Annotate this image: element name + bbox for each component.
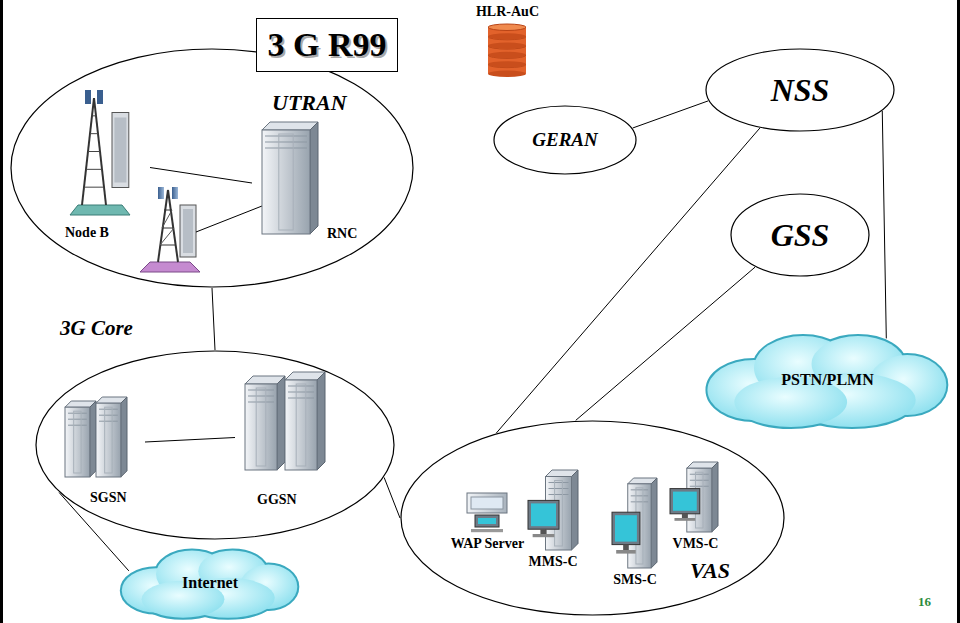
node-label: SGSN [90, 490, 127, 506]
server-icon [285, 372, 325, 470]
network-cloud: PSTN/PLMN [705, 330, 950, 430]
server-node: SMS-C [600, 478, 670, 590]
node-label: GGSN [257, 492, 297, 508]
node-label: WAP Server [450, 536, 525, 552]
ellipse-outline [10, 48, 414, 288]
node-label: Node B [65, 225, 109, 241]
server-icon [245, 376, 285, 470]
title-box: 3 G R99 [256, 18, 398, 72]
server-node: MMS-C [518, 470, 588, 575]
ellipse-outline [400, 420, 785, 616]
server-icon [96, 397, 127, 477]
server-node: SGSN [50, 372, 145, 512]
base-station: Node B [55, 80, 150, 255]
node-label: MMS-C [518, 554, 588, 570]
network-region: UTRAN Node B RNC [10, 48, 414, 288]
node-icon [235, 360, 345, 515]
tower-link [196, 206, 262, 232]
database-node: HLR-AuC [460, 2, 555, 80]
computer-icon [612, 512, 640, 553]
region-name: VAS [690, 558, 730, 583]
region-name: NSS [705, 72, 895, 109]
node-label: Internet [120, 574, 300, 592]
link-line [633, 101, 709, 128]
computer-icon [670, 489, 700, 521]
region-name: UTRAN [272, 90, 347, 115]
base-station-tower [140, 187, 262, 272]
network-region: NSS [705, 48, 895, 132]
base-station-tower [70, 90, 130, 215]
server-icon [262, 122, 318, 234]
database-icon [488, 24, 526, 77]
network-region: 3G CoreSGSNGGSN [35, 350, 395, 540]
node-label: VMS-C [668, 536, 723, 552]
frame-line [0, 0, 3, 623]
region-name: GERAN [493, 129, 637, 151]
network-cloud: Internet [120, 546, 300, 620]
server-icon [65, 401, 96, 477]
frame-line [957, 0, 960, 623]
network-region: GERAN [493, 105, 637, 175]
page-number: 16 [918, 594, 931, 610]
node-icon [450, 488, 525, 578]
slide-title: 3 G R99 [257, 19, 397, 71]
server-node: RNC [252, 118, 367, 248]
server-node: WAP Server [450, 488, 525, 578]
link-line [212, 288, 215, 350]
node-label: SMS-C [600, 572, 670, 588]
server-node: VMS-C [668, 458, 723, 553]
link-line [150, 168, 252, 184]
node-label: HLR-AuC [460, 4, 555, 20]
region-name: GSS [730, 217, 870, 254]
link-line [145, 438, 235, 443]
server-node: GGSN [235, 360, 345, 515]
link-line [882, 111, 886, 338]
network-region: VAS WAP ServerMMS-C SMS-C VMS-C [400, 420, 785, 616]
network-region: GSS [730, 193, 870, 277]
computer-icon [528, 500, 559, 537]
computer-icon [467, 493, 507, 532]
link-line [384, 477, 400, 518]
node-label: PSTN/PLMN [705, 371, 950, 389]
node-label: RNC [327, 226, 357, 242]
region-name: 3G Core [60, 316, 133, 340]
